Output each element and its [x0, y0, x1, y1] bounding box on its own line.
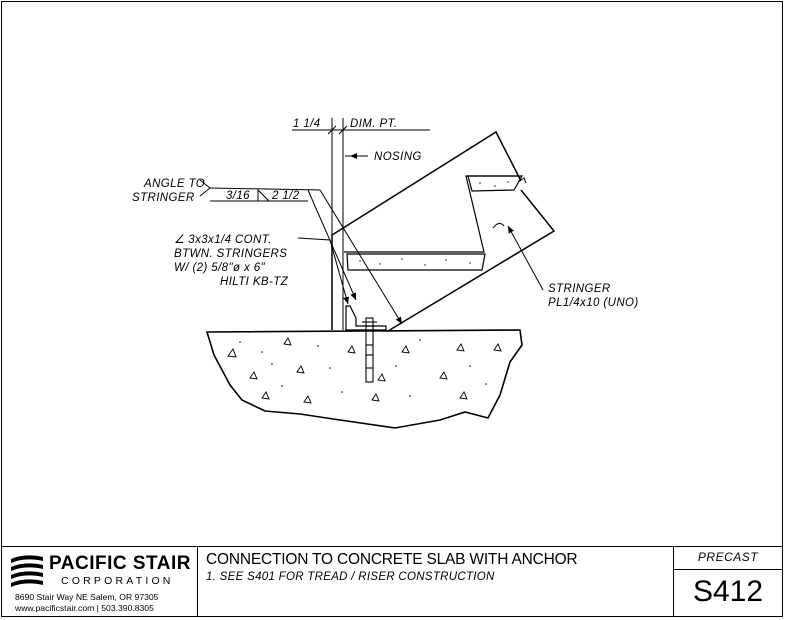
detail-drawing: 1 1/4 DIM. PT. NOSING ANGLE TO STRINGER …: [132, 118, 639, 429]
code-divider: [674, 569, 782, 570]
weld-size-left: 3/16: [226, 190, 250, 202]
dim-label-left: 1 1/4: [293, 118, 321, 130]
weld-size-right: 2 1/2: [271, 190, 300, 202]
angle-callout-line1: ∠ 3x3x1/4 CONT.: [174, 234, 272, 246]
drawing-title-block: CONNECTION TO CONCRETE SLAB WITH ANCHOR …: [198, 547, 674, 617]
tread-stipple: [359, 181, 509, 266]
drawing-category: PRECAST: [697, 550, 759, 564]
concrete-aggregate: [227, 337, 502, 404]
dimension-lines: [292, 118, 430, 330]
dim-label-right: DIM. PT.: [350, 118, 398, 130]
leader-lines: [209, 187, 544, 325]
stringer-callout-title: STRINGER: [548, 283, 611, 295]
concrete-slab: [205, 329, 523, 429]
title-block: PACIFIC STAIR CORPORATION 8690 Stair Way…: [1, 546, 783, 617]
drawing-title: CONNECTION TO CONCRETE SLAB WITH ANCHOR: [206, 551, 578, 568]
drawing-note: 1. SEE S401 FOR TREAD / RISER CONSTRUCTI…: [206, 571, 495, 583]
concrete-stipple: [239, 339, 487, 397]
company-name: PACIFIC STAIR: [49, 553, 191, 574]
angle-to-label: ANGLE TO: [143, 178, 205, 190]
steel-angle: [345, 305, 387, 331]
company-logo-block: PACIFIC STAIR CORPORATION 8690 Stair Way…: [1, 547, 198, 617]
weld-symbol: [199, 179, 308, 202]
nosing-label: NOSING: [374, 151, 422, 163]
stringer-weld-label: STRINGER: [132, 192, 195, 204]
anchor-bolt: [362, 317, 377, 383]
company-web-phone: www.pacificstair.com | 503.390.8305: [15, 603, 154, 613]
stringer-callout-size: PL1/4x10 (UNO): [548, 297, 639, 309]
stringer-plate: [331, 130, 556, 332]
sheet-code-block: PRECAST S412: [674, 547, 782, 617]
angle-callout-line3: W/ (2) 5/8"ø x 6": [174, 262, 266, 274]
upper-tread: [467, 175, 524, 192]
stringer-tag-mark: [492, 222, 505, 229]
company-corporation: CORPORATION: [61, 575, 174, 587]
company-address: 8690 Stair Way NE Salem, OR 97305: [15, 592, 159, 602]
tread-riser-profile: [344, 175, 518, 253]
angle-callout-line2: BTWN. STRINGERS: [174, 248, 287, 260]
sheet-number: S412: [692, 575, 764, 608]
lower-tread: [346, 253, 486, 271]
break-mark: [517, 177, 527, 184]
angle-callout-line4: HILTI KB-TZ: [220, 276, 289, 288]
pacific-stair-logo-icon: [11, 555, 43, 587]
